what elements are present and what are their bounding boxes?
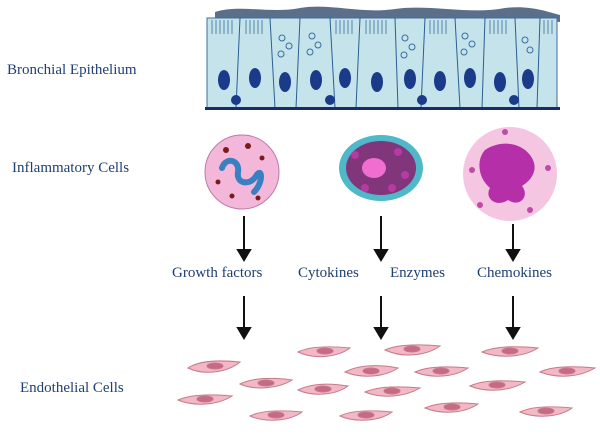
enzymes-label: Enzymes	[390, 265, 445, 281]
endothelial-cell	[383, 344, 442, 356]
endothelial-cell	[468, 380, 527, 391]
epithelium-label: Bronchial Epithelium	[7, 62, 137, 78]
arrow-growth-factors-to-endothelium	[236, 296, 252, 340]
endothelial-cells-label: Endothelial Cells	[20, 380, 124, 396]
inflammatory-cells-label: Inflammatory Cells	[12, 160, 130, 176]
endothelial-cell	[423, 402, 480, 413]
endothelial-cell	[186, 360, 242, 373]
endothelial-cell	[413, 366, 470, 377]
endothelial-cell	[296, 383, 350, 395]
neutrophil-cell	[204, 134, 280, 210]
endothelial-cell	[176, 394, 234, 405]
arrow-neutrophil-to-growth-factors	[236, 216, 252, 262]
arrow-eosinophil-to-cytokines	[373, 216, 389, 262]
endothelial-cell	[363, 386, 422, 397]
endothelial-cell	[338, 410, 394, 421]
arrow-enzymes-to-endothelium	[373, 296, 389, 340]
eosinophil-cell	[339, 135, 423, 201]
basement-membrane	[205, 107, 560, 110]
arrows	[236, 216, 521, 340]
arrow-chemokines-to-endothelium	[505, 296, 521, 340]
epithelium-layer	[206, 17, 558, 109]
endothelial-cell	[248, 410, 304, 421]
bronchial-epithelium-illustration	[205, 6, 560, 110]
endothelial-cell	[518, 406, 574, 417]
endothelial-cell	[480, 346, 540, 357]
cell-borders	[235, 17, 541, 109]
cilia	[211, 20, 553, 34]
endothelial-cell	[296, 346, 352, 358]
goblet-vesicles	[277, 32, 534, 59]
endothelial-cell	[343, 365, 400, 377]
nuclei	[218, 68, 534, 105]
basophil-cell	[463, 127, 557, 221]
chemokines-label: Chemokines	[477, 265, 552, 281]
growth-factors-label: Growth factors	[172, 265, 263, 281]
arrow-basophil-to-chemokines	[505, 224, 521, 262]
endothelial-cell	[238, 377, 294, 389]
endothelial-cells	[176, 344, 597, 421]
cytokines-label: Cytokines	[298, 265, 359, 281]
endothelial-cell	[538, 366, 597, 377]
